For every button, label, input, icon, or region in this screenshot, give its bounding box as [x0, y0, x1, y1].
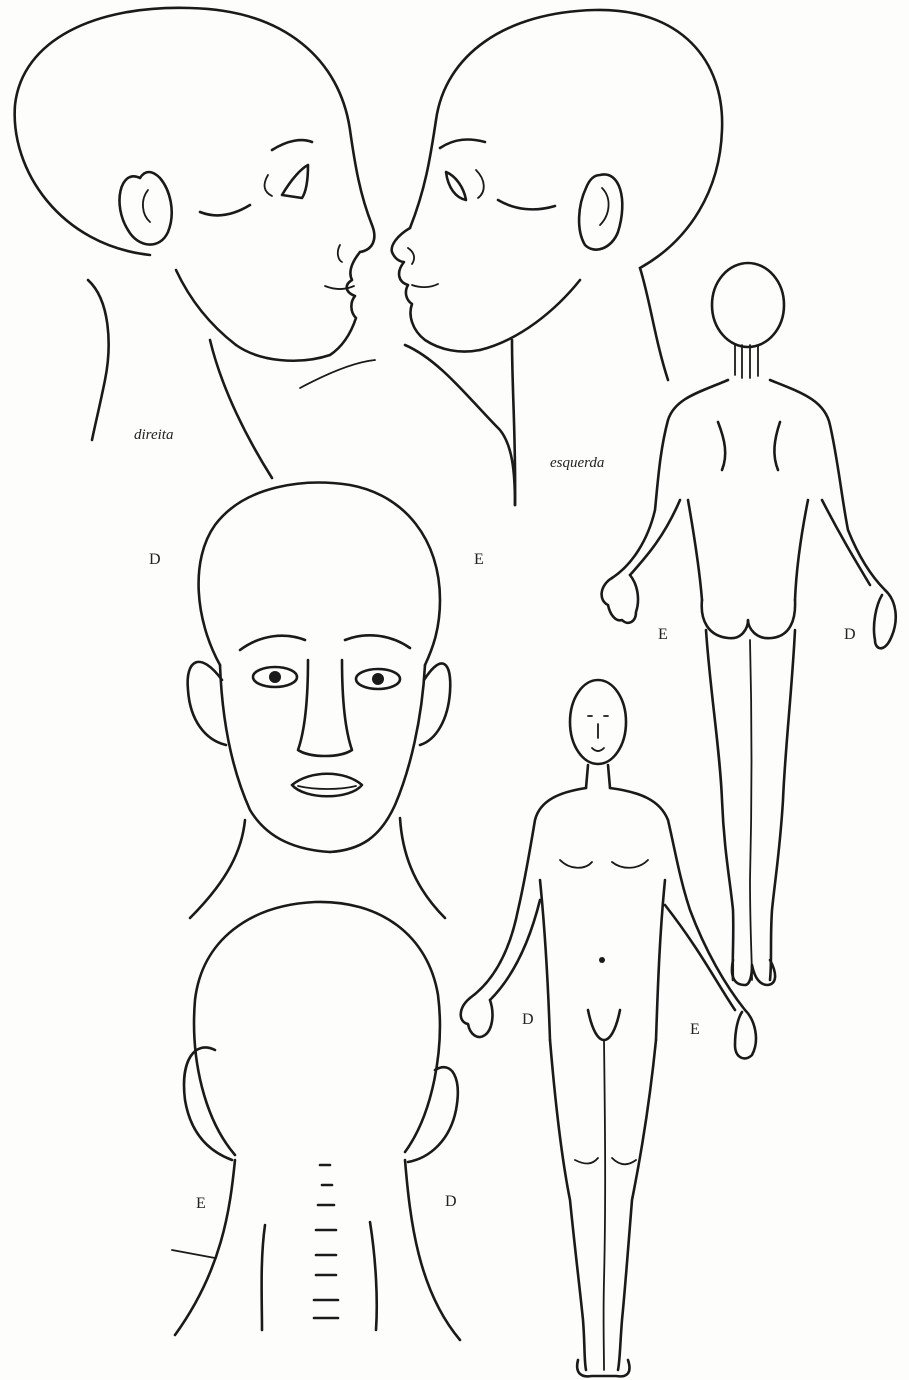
label-back-body-left: E [658, 627, 668, 643]
right-profile-nose-mouth [236, 252, 360, 361]
front-body-left-inner-arm [490, 900, 540, 1000]
back-full-body [602, 263, 896, 985]
left-profile-ear [579, 174, 622, 249]
left-profile-brow [440, 140, 485, 148]
right-profile-eye-lid [265, 175, 272, 196]
right-profile-lips [325, 286, 354, 289]
label-back-head-left: E [196, 1196, 206, 1212]
label-front-head-right: D [149, 552, 161, 568]
right-profile-cheek-line [200, 205, 250, 215]
back-head-trap-left [262, 1225, 265, 1330]
back-head-neck-right [405, 1160, 460, 1340]
front-body-torso-right [656, 880, 665, 1040]
left-profile-nostril [408, 248, 414, 264]
front-full-body [461, 680, 756, 1376]
left-profile-jaw [480, 280, 580, 350]
front-head-nose [298, 660, 352, 756]
left-profile-cheek-line [498, 200, 555, 209]
right-profile-back-neck [88, 280, 109, 440]
back-body-leg-left [706, 630, 733, 980]
left-profile-eye-lid [476, 170, 484, 198]
left-profile-lips [412, 284, 438, 287]
front-head-lip-line [298, 786, 356, 789]
back-head [172, 902, 460, 1340]
front-head-face-left [220, 665, 330, 852]
right-profile-eye [282, 165, 308, 198]
front-body-left-shoulder-arm [470, 788, 586, 998]
left-profile-skull-outline [410, 10, 722, 268]
front-body-leg-divider [604, 1040, 606, 1370]
back-head-neck-left [175, 1160, 235, 1335]
right-profile-brow [272, 140, 312, 150]
back-body-torso-right [770, 380, 885, 590]
front-head-neck-right [400, 818, 445, 918]
label-back-head-right: D [445, 1194, 457, 1210]
front-head-neck-left [190, 820, 245, 918]
front-head-outline [199, 483, 440, 665]
back-body-neck-hair [735, 345, 758, 378]
label-front-body-right: D [522, 1012, 534, 1028]
back-body-leg-divider [750, 640, 752, 980]
right-profile-ear [119, 172, 171, 245]
front-body-navel [599, 957, 605, 963]
front-body-right-inner-arm [665, 905, 735, 1010]
left-profile-head [392, 10, 722, 505]
back-body-right-hand [874, 590, 896, 648]
label-front-head-left: E [474, 552, 484, 568]
front-head-mouth [292, 774, 362, 797]
front-head-left-pupil [372, 673, 384, 685]
right-profile-nostril [338, 245, 342, 262]
front-body-chest [560, 860, 648, 868]
front-body-leg-left [550, 1040, 586, 1370]
front-head-face-right [330, 665, 425, 852]
right-profile-collar [300, 360, 375, 388]
label-right-profile: direita [134, 428, 173, 443]
right-profile-head [15, 8, 375, 478]
back-body-leg-right [770, 630, 795, 980]
back-head-trap-right [370, 1222, 377, 1330]
back-body-buttocks [702, 600, 795, 638]
left-profile-shoulder [405, 345, 515, 505]
back-body-feet [732, 960, 775, 985]
front-body-torso-left [540, 880, 550, 1040]
front-body-neck [586, 765, 610, 788]
front-body-right-hand [735, 1010, 756, 1058]
left-profile-back-neck [640, 268, 668, 380]
front-body-left-hand [461, 998, 493, 1037]
back-body-shoulder-blade-left [718, 422, 725, 470]
front-head-left-brow [345, 635, 410, 648]
right-profile-jaw [176, 270, 236, 345]
front-head-right-brow [240, 636, 305, 650]
front-body-pelvis [588, 1010, 620, 1040]
back-body-shoulder-blade-right [774, 422, 780, 470]
front-body-right-shoulder-arm [610, 788, 745, 1010]
left-profile-nose-mouth [392, 228, 480, 352]
right-profile-ear-inner [143, 190, 150, 222]
front-body-leg-right [618, 1040, 656, 1370]
right-profile-front-neck [210, 340, 272, 478]
back-body-torso-left [612, 380, 728, 578]
back-body-head [712, 263, 784, 347]
left-profile-eye [446, 172, 466, 200]
back-head-outline [194, 902, 440, 1155]
back-body-waist [688, 500, 808, 600]
front-head-right-pupil [269, 671, 281, 683]
label-left-profile: esquerda [550, 456, 604, 471]
back-head-spine [314, 1165, 338, 1318]
back-body-left-hand [602, 575, 638, 623]
front-head [188, 483, 451, 918]
right-profile-skull-outline [15, 8, 375, 255]
front-body-face [588, 716, 608, 751]
label-front-body-left: E [690, 1022, 700, 1038]
label-back-body-right: D [844, 627, 856, 643]
back-head-pointer-line [172, 1250, 215, 1258]
left-profile-ear-inner [600, 188, 609, 225]
